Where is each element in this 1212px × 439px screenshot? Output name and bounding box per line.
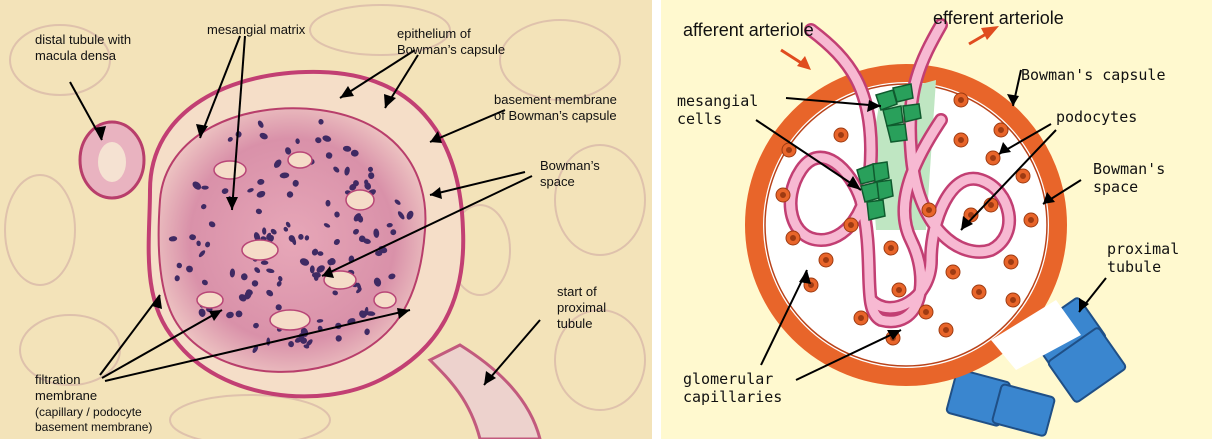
podocyte-nucleus xyxy=(889,246,894,251)
label-efferent-arteriole: efferent arteriole xyxy=(933,8,1064,29)
label-filtration-note: (capillary / podocyte basement membrane) xyxy=(35,405,152,435)
label-proximal-tubule: proximal tubule xyxy=(1107,240,1179,276)
podocyte-nucleus xyxy=(787,148,792,153)
podocyte-nucleus xyxy=(989,203,994,208)
label-filtration-membrane: filtration membrane xyxy=(35,372,97,404)
label-glomerular-capillaries: glomerular capillaries xyxy=(683,370,782,406)
histology-micrograph: distal tubule with macula densa mesangia… xyxy=(0,0,652,439)
podocyte-nucleus xyxy=(959,98,964,103)
label-podocytes: podocytes xyxy=(1056,108,1137,126)
label-basement-membrane: basement membrane of Bowman’s capsule xyxy=(494,92,617,124)
podocyte-nucleus xyxy=(839,133,844,138)
label-distal-tubule: distal tubule with macula densa xyxy=(35,32,131,64)
podocyte-nucleus xyxy=(859,316,864,321)
label-mesangial-matrix: mesangial matrix xyxy=(207,22,305,38)
podocyte-nucleus xyxy=(951,270,956,275)
label-bowmans-space: Bowman’s space xyxy=(540,158,600,190)
podocyte-nucleus xyxy=(1009,260,1014,265)
micrograph-drawing xyxy=(0,0,652,439)
label-proximal-tubule: start of proximal tubule xyxy=(557,284,606,332)
label-bowmans-space: Bowman's space xyxy=(1093,160,1165,196)
label-bowmans-capsule: Bowman's capsule xyxy=(1021,66,1166,84)
podocyte-nucleus xyxy=(1011,298,1016,303)
podocyte-nucleus xyxy=(781,193,786,198)
label-afferent-arteriole: afferent arteriole xyxy=(683,20,814,41)
label-mesangial-cells: mesangial cells xyxy=(677,92,758,128)
podocyte-nucleus xyxy=(991,156,996,161)
podocyte-nucleus xyxy=(999,128,1004,133)
renal-corpuscle-diagram: afferent arteriole efferent arteriole Bo… xyxy=(661,0,1212,439)
podocyte-nucleus xyxy=(897,288,902,293)
podocyte-nucleus xyxy=(824,258,829,263)
podocyte-nucleus xyxy=(791,236,796,241)
podocyte-nucleus xyxy=(849,223,854,228)
podocyte-nucleus xyxy=(1021,174,1026,179)
nucleus xyxy=(266,338,270,346)
label-epithelium: epithelium of Bowman’s capsule xyxy=(397,26,505,58)
podocyte-nucleus xyxy=(1029,218,1034,223)
podocyte-nucleus xyxy=(959,138,964,143)
podocyte-nucleus xyxy=(924,310,929,315)
podocyte-nucleus xyxy=(944,328,949,333)
podocyte-nucleus xyxy=(927,208,932,213)
proximal-tubule xyxy=(430,345,540,439)
podocyte-nucleus xyxy=(977,290,982,295)
distal-tubule xyxy=(80,122,144,198)
nucleus xyxy=(201,186,208,190)
